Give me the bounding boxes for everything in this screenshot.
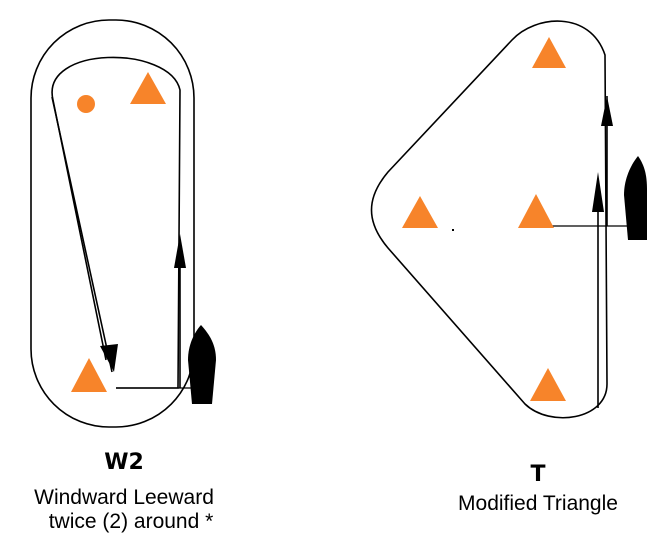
w2-description-line-1: Windward Leeward xyxy=(34,486,214,509)
t-course-description: Modified Triangle xyxy=(458,492,618,516)
t-upwind-arrowhead-top xyxy=(601,96,613,126)
mark-triangle-icon xyxy=(532,37,566,68)
w2-downwind-arrowhead xyxy=(100,344,118,372)
mark-triangle-icon xyxy=(530,368,566,401)
w2-outer-boundary xyxy=(30,19,195,428)
boat-icon xyxy=(624,156,647,240)
w2-downwind-arrow xyxy=(51,96,113,373)
mark-circle-icon xyxy=(77,95,95,113)
stray-dot xyxy=(452,229,454,231)
mark-triangle-icon xyxy=(518,194,554,228)
mark-triangle-icon xyxy=(71,358,107,392)
w2-course-code: W2 xyxy=(104,450,144,475)
w2-description-line-2: twice (2) around * xyxy=(48,510,214,534)
boat-icon xyxy=(188,325,216,404)
w2-course xyxy=(30,19,216,428)
mark-triangle-icon xyxy=(402,196,438,228)
t-outer-boundary xyxy=(370,20,608,419)
t-description-line-1: Modified Triangle xyxy=(458,492,618,515)
t-start-upwind-arrowhead xyxy=(592,172,604,212)
w2-inner-loop xyxy=(51,56,181,389)
mark-triangle-icon xyxy=(130,72,166,104)
w2-course-description: Windward Leeward twice (2) around * xyxy=(34,486,214,534)
t-course-code: T xyxy=(530,462,546,487)
t-course xyxy=(370,20,647,419)
w2-upwind-arrowhead xyxy=(174,234,186,268)
